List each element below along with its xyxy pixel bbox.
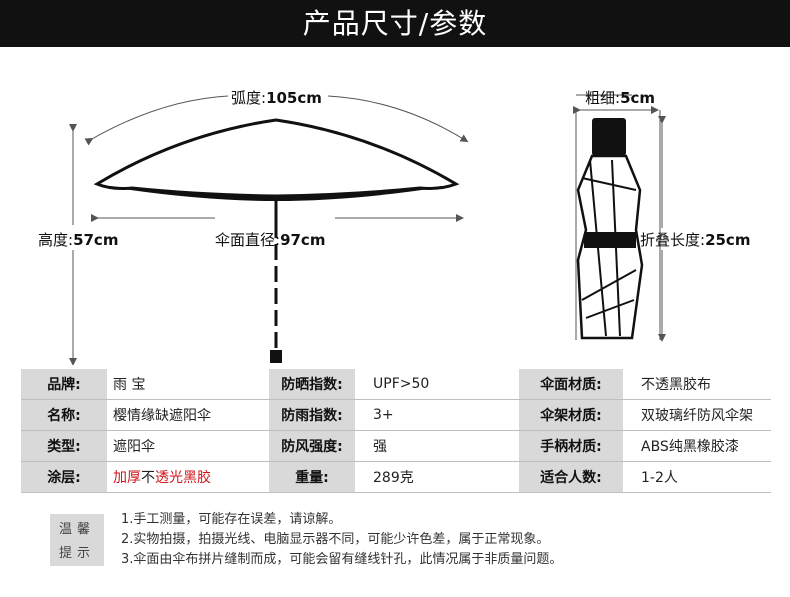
spec-value: 樱情缘缺遮阳伞 <box>107 399 267 431</box>
umbrella-dimension-diagram <box>69 94 666 365</box>
spec-key: 手柄材质: <box>519 430 623 462</box>
spec-key: 重量: <box>269 461 355 493</box>
tip-line: 3.伞面由伞布拼片缝制而成，可能会留有缝线针孔，此情况属于非质量问题。 <box>121 552 563 567</box>
tip-line: 1.手工测量，可能存在误差，请谅解。 <box>121 512 342 527</box>
table-row: 涂层: 加厚不透光黑胶 重量: 289克 适合人数: 1-2人 <box>21 461 771 493</box>
spec-value: 强 <box>355 430 517 462</box>
spec-key: 防雨指数: <box>269 399 355 431</box>
spec-value-highlight: UPF>50 <box>355 369 517 400</box>
arc-arrow-right <box>327 95 469 143</box>
spec-value-coating: 加厚不透光黑胶 <box>107 461 267 493</box>
table-row: 类型: 遮阳伞 防风强度: 强 手柄材质: ABS纯黑橡胶漆 <box>21 430 771 462</box>
spec-key: 防风强度: <box>269 430 355 462</box>
tips-label: 温馨 提示 <box>50 514 104 566</box>
diameter-label: 伞面直径:97cm <box>215 231 326 249</box>
spec-value: 不透黑胶布 <box>623 369 771 400</box>
spec-table: 品牌: 雨 宝 防晒指数: UPF>50 伞面材质: 不透黑胶布 名称: 樱情缘… <box>21 369 771 493</box>
arc-arrow <box>84 95 229 146</box>
spec-key: 伞面材质: <box>519 369 623 400</box>
tip-line: 2.实物拍摄，拍摄光线、电脑显示器不同，可能少许色差，属于正常现象。 <box>121 532 550 547</box>
spec-value: 3+ <box>355 399 517 431</box>
table-row: 名称: 樱情缘缺遮阳伞 防雨指数: 3+ 伞架材质: 双玻璃纤防风伞架 <box>21 399 771 431</box>
spec-value: ABS纯黑橡胶漆 <box>623 430 771 462</box>
spec-key: 涂层: <box>21 461 107 493</box>
spec-value: 289克 <box>355 461 517 493</box>
spec-value: 双玻璃纤防风伞架 <box>623 399 771 431</box>
spec-key: 名称: <box>21 399 107 431</box>
umbrella-canopy <box>93 118 460 198</box>
spec-key: 防晒指数: <box>269 369 355 400</box>
spec-value: 雨 宝 <box>107 369 267 400</box>
spec-key: 品牌: <box>21 369 107 400</box>
spec-value: 1-2人 <box>623 461 771 493</box>
folded-umbrella-strap <box>584 232 636 248</box>
umbrella-handle <box>270 350 282 363</box>
folded-length-label: 折叠长度:25cm <box>640 231 751 249</box>
spec-key: 伞架材质: <box>519 399 623 431</box>
page-title: 产品尺寸/参数 <box>0 0 790 47</box>
spec-value: 遮阳伞 <box>107 430 267 462</box>
thickness-label: 粗细:5cm <box>585 89 656 107</box>
spec-key: 适合人数: <box>519 461 623 493</box>
tips-list: 1.手工测量，可能存在误差，请谅解。 2.实物拍摄，拍摄光线、电脑显示器不同，可… <box>121 510 562 570</box>
height-label: 高度:57cm <box>38 231 119 249</box>
arc-label: 弧度:105cm <box>231 89 322 107</box>
spec-key: 类型: <box>21 430 107 462</box>
folded-umbrella-handle <box>592 118 626 156</box>
table-row: 品牌: 雨 宝 防晒指数: UPF>50 伞面材质: 不透黑胶布 <box>21 369 771 400</box>
